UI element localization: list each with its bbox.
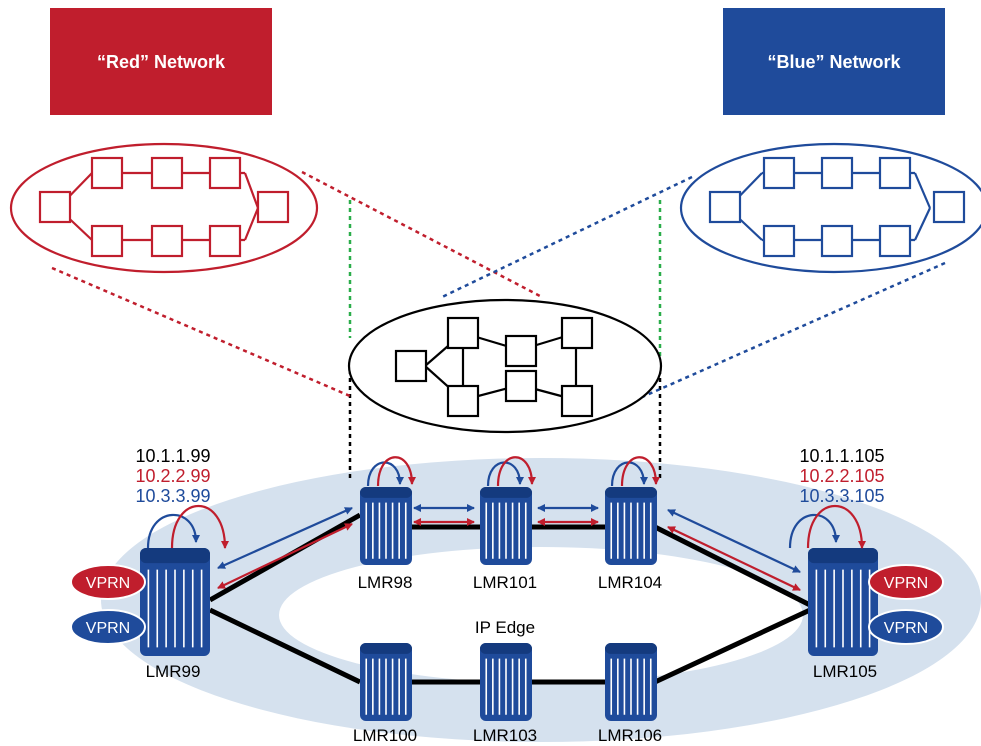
router-icon-lmr106[interactable] xyxy=(605,643,657,721)
address-labels-right: 10.1.1.105 10.2.2.105 10.3.3.105 xyxy=(799,446,884,506)
router-icon-lmr105[interactable] xyxy=(808,548,878,656)
router-icon-lmr103[interactable] xyxy=(480,643,532,721)
svg-text:VPRN: VPRN xyxy=(884,575,928,592)
router-label-lmr104: LMR104 xyxy=(598,573,662,592)
router-label-lmr103: LMR103 xyxy=(473,726,537,745)
svg-text:VPRN: VPRN xyxy=(86,575,130,592)
router-icon-lmr101[interactable] xyxy=(480,487,532,565)
address-right-black: 10.1.1.105 xyxy=(799,446,884,466)
svg-text:VPRN: VPRN xyxy=(884,620,928,637)
address-left-red: 10.2.2.99 xyxy=(135,466,210,486)
router-icon-lmr104[interactable] xyxy=(605,487,657,565)
router-label-lmr100: LMR100 xyxy=(353,726,417,745)
dashed-connectors xyxy=(51,170,946,478)
vprn-badge-left-red[interactable]: VPRN xyxy=(70,564,146,600)
vprn-badge-right-red[interactable]: VPRN xyxy=(868,564,944,600)
vprn-badges: VPRN VPRN VPRN VPRN xyxy=(70,564,944,645)
red-network-topology xyxy=(9,142,319,274)
physical-topology xyxy=(347,298,663,434)
vprn-badge-left-blue[interactable]: VPRN xyxy=(70,609,146,645)
router-icon-lmr98[interactable] xyxy=(360,487,412,565)
vprn-badge-right-blue[interactable]: VPRN xyxy=(868,609,944,645)
svg-text:VPRN: VPRN xyxy=(86,620,130,637)
router-label-lmr98: LMR98 xyxy=(358,573,413,592)
topology-node xyxy=(38,190,72,224)
address-right-red: 10.2.2.105 xyxy=(799,466,884,486)
red-network-label: “Red” Network xyxy=(96,52,226,72)
blue-network-label: “Blue” Network xyxy=(767,52,901,72)
routers xyxy=(140,487,878,721)
address-right-blue: 10.3.3.105 xyxy=(799,486,884,506)
blue-network-banner: “Blue” Network xyxy=(723,8,945,115)
router-label-lmr106: LMR106 xyxy=(598,726,662,745)
router-label-lmr101: LMR101 xyxy=(473,573,537,592)
router-icon-lmr100[interactable] xyxy=(360,643,412,721)
router-icon-lmr99[interactable] xyxy=(140,548,210,656)
blue-network-topology xyxy=(679,142,981,274)
address-left-blue: 10.3.3.99 xyxy=(135,486,210,506)
vprn-arrows xyxy=(146,456,866,591)
ip-edge-label: IP Edge xyxy=(475,618,535,637)
address-labels-left: 10.1.1.99 10.2.2.99 10.3.3.99 xyxy=(135,446,210,506)
address-left-black: 10.1.1.99 xyxy=(135,446,210,466)
red-network-banner: “Red” Network xyxy=(50,8,272,115)
router-label-lmr99: LMR99 xyxy=(146,662,201,681)
router-label-lmr105: LMR105 xyxy=(813,662,877,681)
router-labels: LMR98 LMR101 LMR104 LMR99 LMR105 LMR100 … xyxy=(146,573,878,745)
